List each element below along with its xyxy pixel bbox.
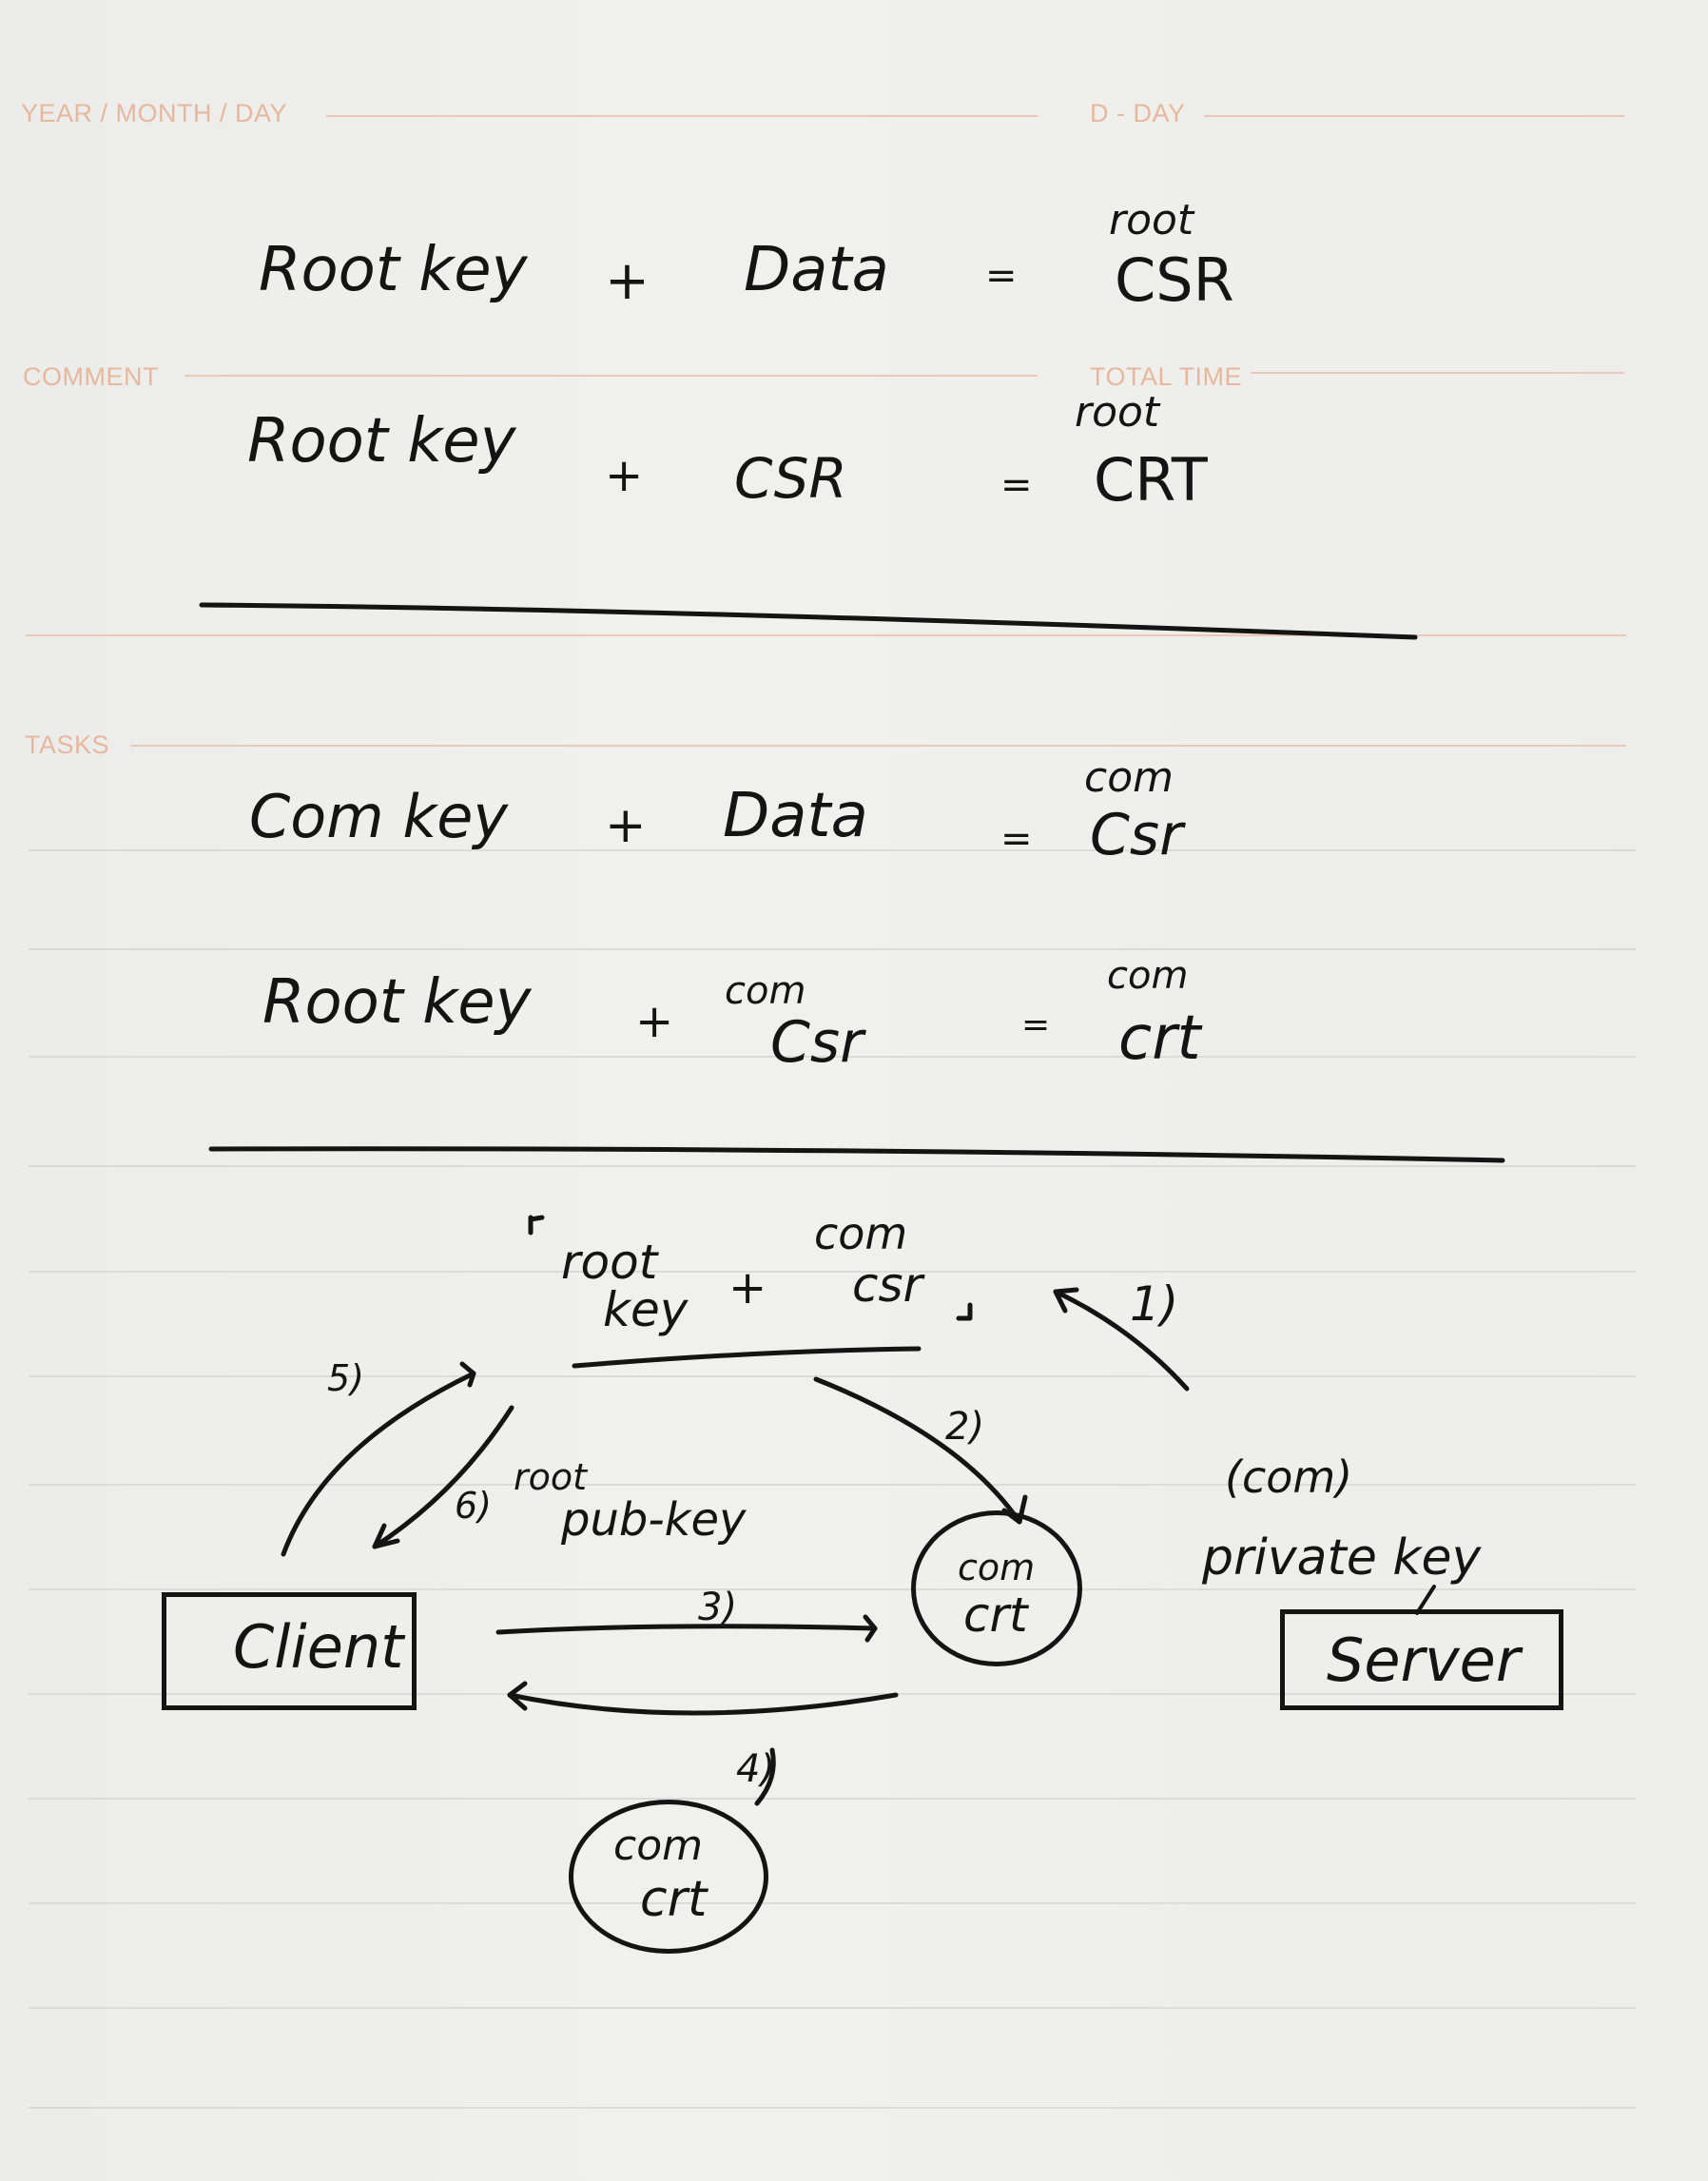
step-3-label: 3) [698, 1586, 738, 1629]
root-key-top-label: root [561, 1235, 658, 1290]
comment-label: COMMENT [23, 362, 159, 391]
eq4-op: + [635, 995, 674, 1048]
ruled-line [29, 2007, 1636, 2009]
private-key-label: private key [1202, 1529, 1482, 1587]
dday-label: D - DAY [1090, 99, 1186, 127]
eq3-result-top: com [1084, 753, 1174, 802]
eq2-result: CRT [1094, 445, 1208, 515]
eq4-left: Root key [262, 967, 532, 1038]
ruled-line [29, 1271, 1636, 1273]
eq1-right: Data [744, 235, 889, 305]
ruled-line [29, 1798, 1636, 1800]
total-time-label: TOTAL TIME [1090, 362, 1243, 391]
arrow-1 [1053, 1289, 1190, 1392]
eq3-left: Com key [249, 782, 509, 851]
separator-line-1 [199, 602, 1418, 640]
eq1-result-top: root [1109, 196, 1194, 244]
eq2-op: + [605, 449, 644, 502]
arrow-3 [495, 1624, 878, 1635]
pub-key-label: pub-key [561, 1493, 747, 1547]
client-label: Client [233, 1612, 404, 1682]
eq4-right: Csr [770, 1009, 864, 1076]
circle-bottom-line1: com [613, 1821, 703, 1870]
root-pub-label: root [514, 1456, 588, 1498]
eq4-result: crt [1118, 1003, 1201, 1074]
client-box: Client [162, 1592, 417, 1710]
ruled-line [29, 1165, 1636, 1167]
circle-bottom-line2: crt [640, 1871, 708, 1928]
comment-bottom-rule [26, 634, 1626, 636]
eq2-eq: = [1000, 463, 1033, 507]
arrow-6 [372, 1405, 514, 1549]
eq3-right: Data [723, 781, 868, 851]
step-5-label: 5) [327, 1357, 365, 1399]
separator-line-2 [208, 1146, 1505, 1163]
ruled-line [29, 1902, 1636, 1904]
arrow-5 [281, 1371, 476, 1557]
arrow-2-head [1001, 1494, 1028, 1525]
eq2-right: CSR [734, 446, 847, 511]
private-key-tick [1415, 1585, 1436, 1615]
eq4-right-top: com [725, 969, 806, 1013]
tasks-label: TASKS [25, 730, 110, 759]
server-label: Server [1327, 1626, 1521, 1695]
arrow-6-head [372, 1523, 400, 1549]
com-crt-circle-right: com crt [911, 1510, 1082, 1666]
eq3-op: + [605, 797, 647, 854]
arrow-4 [507, 1692, 899, 1716]
com-csr-top-label: com [814, 1208, 908, 1259]
eq1-left: Root key [259, 235, 528, 305]
eq1-result: CSR [1115, 245, 1234, 315]
date-label: YEAR / MONTH / DAY [21, 99, 288, 127]
step-1-label: 1) [1130, 1276, 1179, 1332]
ruled-line [29, 2107, 1636, 2109]
server-box: Server [1280, 1609, 1563, 1710]
eq1-op: + [605, 250, 650, 312]
arrow-5-head [459, 1361, 476, 1388]
ruled-line [29, 1588, 1636, 1590]
eq3-eq: = [1000, 817, 1033, 861]
ruled-line [29, 1375, 1636, 1377]
arrow-3-head [863, 1614, 878, 1643]
ruled-line [29, 948, 1636, 950]
ruled-line [29, 1484, 1636, 1486]
eq1-eq: = [985, 254, 1018, 298]
eq2-result-top: root [1075, 388, 1160, 437]
bracket-open [528, 1215, 545, 1236]
circle-right-line1: com [958, 1547, 1036, 1588]
step-2-label: 2) [945, 1405, 985, 1449]
ruled-line [29, 849, 1636, 851]
tasks-rule [130, 745, 1626, 747]
com-crt-circle-bottom: com crt [569, 1800, 768, 1954]
arrow-4-tail [754, 1747, 776, 1806]
arrow-4-head [507, 1681, 528, 1711]
eq4-eq: = [1021, 1005, 1051, 1044]
total-time-rule [1251, 372, 1624, 374]
bracket-close [956, 1302, 973, 1321]
com-paren-label: (com) [1225, 1451, 1353, 1503]
date-rule [326, 115, 1038, 117]
eq2-left: Root key [247, 406, 516, 477]
dday-rule [1204, 115, 1624, 117]
circle-right-line2: crt [963, 1587, 1028, 1643]
arrow-2 [813, 1376, 1022, 1525]
comment-rule [184, 375, 1038, 377]
ruled-line [29, 1693, 1636, 1695]
root-key-bottom-label: key [603, 1282, 689, 1337]
step-6-label: 6) [455, 1485, 493, 1527]
eq4-result-top: com [1107, 954, 1189, 998]
ruled-line [29, 1056, 1636, 1058]
arrow-1-head [1053, 1287, 1079, 1314]
eq3-result: Csr [1090, 802, 1183, 868]
root-key-underline [572, 1346, 922, 1369]
com-csr-bottom-label: csr [852, 1257, 923, 1313]
diagram-plus: + [728, 1261, 767, 1314]
